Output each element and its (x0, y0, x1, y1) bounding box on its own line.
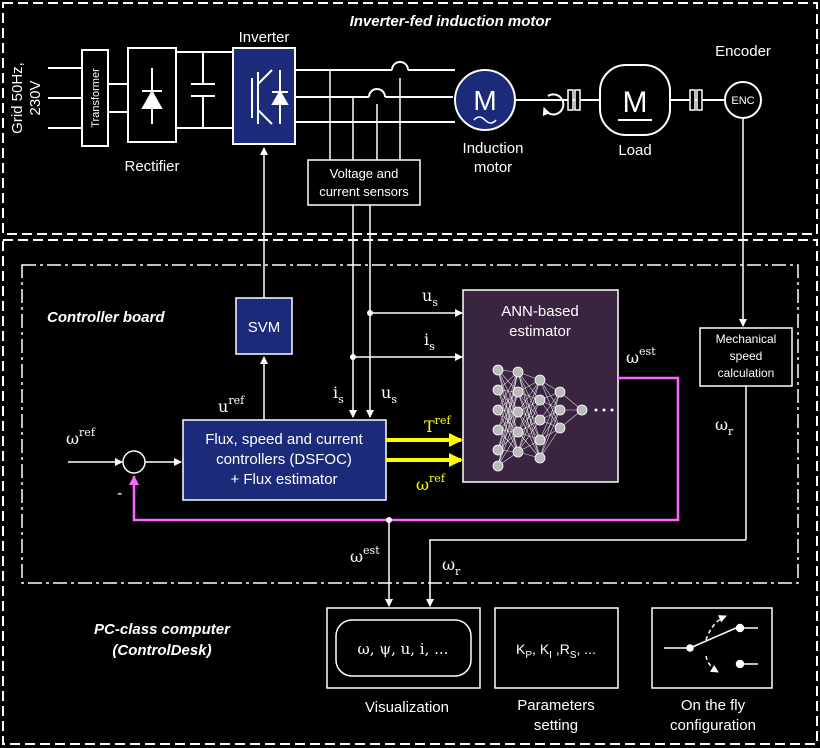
omega-r-bottom-label: ωr (442, 555, 461, 578)
dc-bus (108, 51, 233, 129)
bottom-frame (2, 239, 818, 745)
rotation-arrow-icon (542, 93, 565, 116)
inverter-label: Inverter (239, 29, 290, 46)
coupling-icon (567, 89, 703, 111)
igbt-icon (251, 69, 289, 125)
controller-frame (21, 264, 799, 584)
transformer-label: Transformer (90, 68, 102, 128)
is-top-label: is (424, 330, 435, 353)
summing-junction-icon (122, 450, 146, 474)
configuration-label-2: configuration (670, 717, 756, 734)
sine-wave-icon (473, 116, 497, 124)
dsfoc-block (182, 419, 387, 501)
minus-sign: - (117, 485, 122, 502)
parameters-block (494, 607, 619, 689)
sensors-label-1: Voltage and (330, 166, 399, 181)
pc-section-title-2: (ControlDesk) (112, 642, 211, 659)
omega-r-right-label: ωr (715, 415, 734, 438)
svm-label: SVM (248, 319, 281, 336)
load-symbol: M (623, 86, 648, 119)
dsfoc-label-1: Flux, speed and current (205, 431, 363, 448)
induction-motor-symbol: M (473, 85, 496, 116)
capacitor-icon (191, 83, 215, 97)
is-left-label: is (333, 383, 344, 406)
encoder-symbol: ENC (731, 95, 754, 107)
inverter-block (232, 47, 296, 145)
switch-icon (664, 615, 758, 673)
feedback-line (129, 376, 680, 522)
visualization-screen (335, 619, 472, 677)
load-block (599, 64, 671, 136)
us-top-label: us (422, 286, 438, 309)
ann-label-2: estimator (509, 323, 571, 340)
grid-label-1: Grid 50Hz, (9, 62, 26, 134)
us-left-label: us (381, 383, 397, 406)
sensors-block (307, 159, 421, 206)
omega-ref-input-label: ωref (66, 426, 96, 448)
top-frame (2, 2, 818, 235)
configuration-label-1: On the fly (681, 697, 746, 714)
grid-lines (48, 67, 82, 129)
mech-label-2: speed (730, 349, 763, 363)
omega-est-bottom-label: ωest (350, 544, 380, 566)
encoder-label: Encoder (715, 43, 771, 60)
diode-bridge-icon (141, 68, 163, 124)
ann-block (462, 289, 619, 483)
mech-label-1: Mechanical (716, 332, 777, 346)
omega-ref-ann-label: ωref (416, 472, 446, 494)
transformer-block (81, 49, 109, 147)
parameters-label-2: setting (534, 717, 578, 734)
mech-label-3: calculation (718, 366, 775, 380)
omega-est-right-label: ωest (626, 345, 656, 367)
grid-label-2: 230V (27, 80, 44, 115)
induction-motor-label-2: motor (474, 159, 512, 176)
pc-section-title-1: PC-class computer (94, 621, 231, 638)
sensors-label-2: current sensors (319, 184, 409, 199)
parameters-content: KP, KI ,RS, ... (516, 641, 596, 661)
motor-feed-lines (295, 61, 455, 123)
current-sensor-icon (329, 70, 401, 160)
ann-label-1: ANN-based (501, 303, 579, 320)
visualization-label: Visualization (365, 699, 449, 716)
top-section-title: Inverter-fed induction motor (350, 13, 552, 30)
dsfoc-label-2: controllers (DSFOC) (216, 451, 352, 468)
dsfoc-label-3: + Flux estimator (230, 471, 337, 488)
parameters-label-1: Parameters (517, 697, 595, 714)
t-ref-label: Tref (424, 414, 451, 436)
neural-network-icon (492, 364, 614, 472)
rectifier-label: Rectifier (124, 158, 179, 175)
induction-motor-label-1: Induction (463, 140, 524, 157)
u-ref-label: uref (218, 394, 245, 416)
visualization-content: ω, ψ, u, i, ... (358, 640, 449, 658)
load-label: Load (618, 142, 651, 159)
mech-speed-block (699, 327, 793, 387)
controller-section-title: Controller board (47, 309, 165, 326)
